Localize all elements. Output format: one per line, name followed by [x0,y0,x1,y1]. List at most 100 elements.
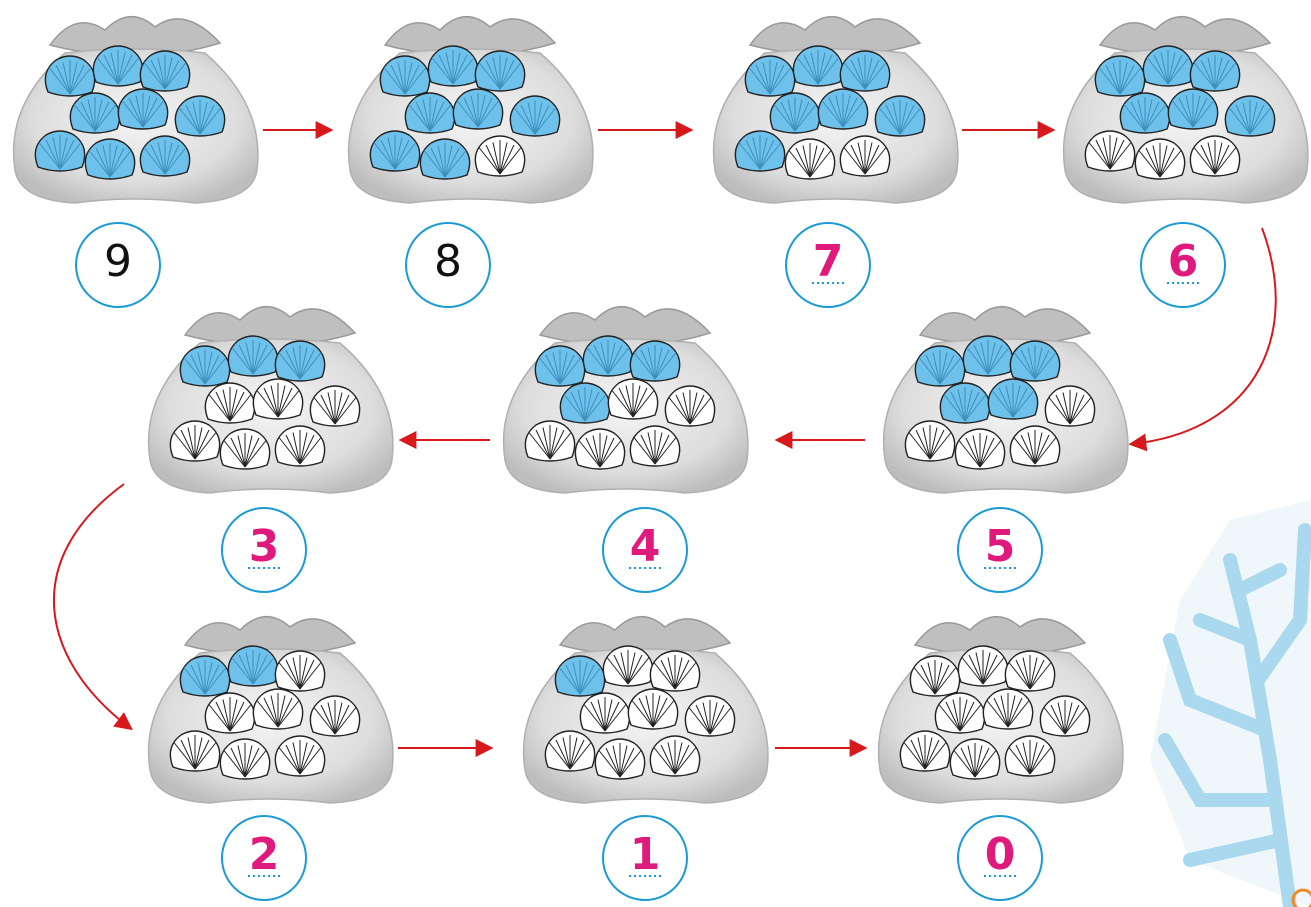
empty-shell-icon [574,428,626,470]
shell-bag [1062,16,1309,204]
filled-shell-icon [174,95,226,137]
bag-count-number: 5 [984,521,1016,572]
empty-shell-icon [649,650,701,692]
filled-shell-icon [1142,45,1194,87]
filled-shell-icon [179,655,231,697]
filled-shell-icon [792,45,844,87]
filled-shell-icon [629,340,681,382]
number-circle [405,222,491,308]
empty-shell-icon [524,420,576,462]
filled-shell-icon [744,55,796,97]
shell-bag [882,306,1129,494]
empty-shell-icon [204,382,256,424]
empty-shell-icon [1004,735,1056,777]
empty-shell-icon [934,692,986,734]
empty-shell-icon [309,385,361,427]
bag-count-number: 2 [248,829,280,880]
filled-shell-icon [1224,95,1276,137]
filled-shell-icon [914,345,966,387]
filled-shell-icon [227,335,279,377]
filled-shell-icon [962,335,1014,377]
empty-shell-icon [1039,695,1091,737]
filled-shell-icon [987,378,1039,420]
filled-shell-icon [139,135,191,177]
filled-shell-icon [404,92,456,134]
empty-shell-icon [274,735,326,777]
empty-shell-icon [1084,130,1136,172]
filled-shell-icon [44,55,96,97]
number-circle [75,222,161,308]
number-circle [957,815,1043,901]
empty-shell-icon [544,730,596,772]
filled-shell-icon [554,655,606,697]
empty-shell-icon [219,428,271,470]
empty-shell-icon [204,692,256,734]
filled-shell-icon [92,45,144,87]
filled-shell-icon [34,130,86,172]
empty-shell-icon [629,425,681,467]
number-circle [602,815,688,901]
shell-bag [147,616,394,804]
empty-shell-icon [684,695,736,737]
number-circles [75,222,1226,901]
filled-shell-icon [1167,88,1219,130]
filled-shell-icon [274,340,326,382]
shell-bag [347,16,594,204]
empty-shell-icon [839,135,891,177]
filled-shell-icon [534,345,586,387]
shell-bag [877,616,1124,804]
number-circle [785,222,871,308]
filled-shell-icon [734,130,786,172]
empty-shell-icon [1009,425,1061,467]
filled-shell-icon [817,88,869,130]
bags [12,16,1309,804]
arrow-bag7-bag8 [52,483,133,731]
shell-bag [12,16,259,204]
filled-shell-icon [1119,92,1171,134]
filled-shell-icon [379,55,431,97]
shell-bag [712,16,959,204]
empty-shell-icon [904,420,956,462]
filled-shell-icon [1094,55,1146,97]
shell-bag [502,306,749,494]
bag-count-number: 1 [629,829,661,880]
number-circle [602,507,688,593]
empty-shell-icon [274,425,326,467]
empty-shell-icon [252,378,304,420]
filled-shell-icon [369,130,421,172]
empty-shell-icon [579,692,631,734]
empty-shell-icon [219,738,271,780]
filled-shell-icon [139,50,191,92]
filled-shell-icon [427,45,479,87]
filled-shell-icon [474,50,526,92]
empty-shell-icon [909,655,961,697]
arrow-bag4-bag5 [1128,227,1277,452]
bag-count-number: 8 [434,236,462,287]
shell-bag [147,306,394,494]
empty-shell-icon [252,688,304,730]
filled-shell-icon [559,382,611,424]
empty-shell-icon [664,385,716,427]
filled-shell-icon [509,95,561,137]
filled-shell-icon [117,88,169,130]
empty-shell-icon [784,138,836,180]
filled-shell-icon [582,335,634,377]
coral-icon [1150,500,1311,907]
number-circle [221,507,307,593]
bag-count-number: 4 [629,521,661,572]
filled-shell-icon [874,95,926,137]
filled-shell-icon [452,88,504,130]
arrows [52,121,1277,757]
filled-shell-icon [839,50,891,92]
empty-shell-icon [982,688,1034,730]
empty-shell-icon [594,738,646,780]
number-circle [1140,222,1226,308]
filled-shell-icon [1009,340,1061,382]
empty-shell-icon [627,688,679,730]
empty-shell-icon [169,730,221,772]
empty-shell-icon [954,428,1006,470]
filled-shell-icon [419,138,471,180]
empty-shell-icon [1004,650,1056,692]
empty-shell-icon [602,645,654,687]
